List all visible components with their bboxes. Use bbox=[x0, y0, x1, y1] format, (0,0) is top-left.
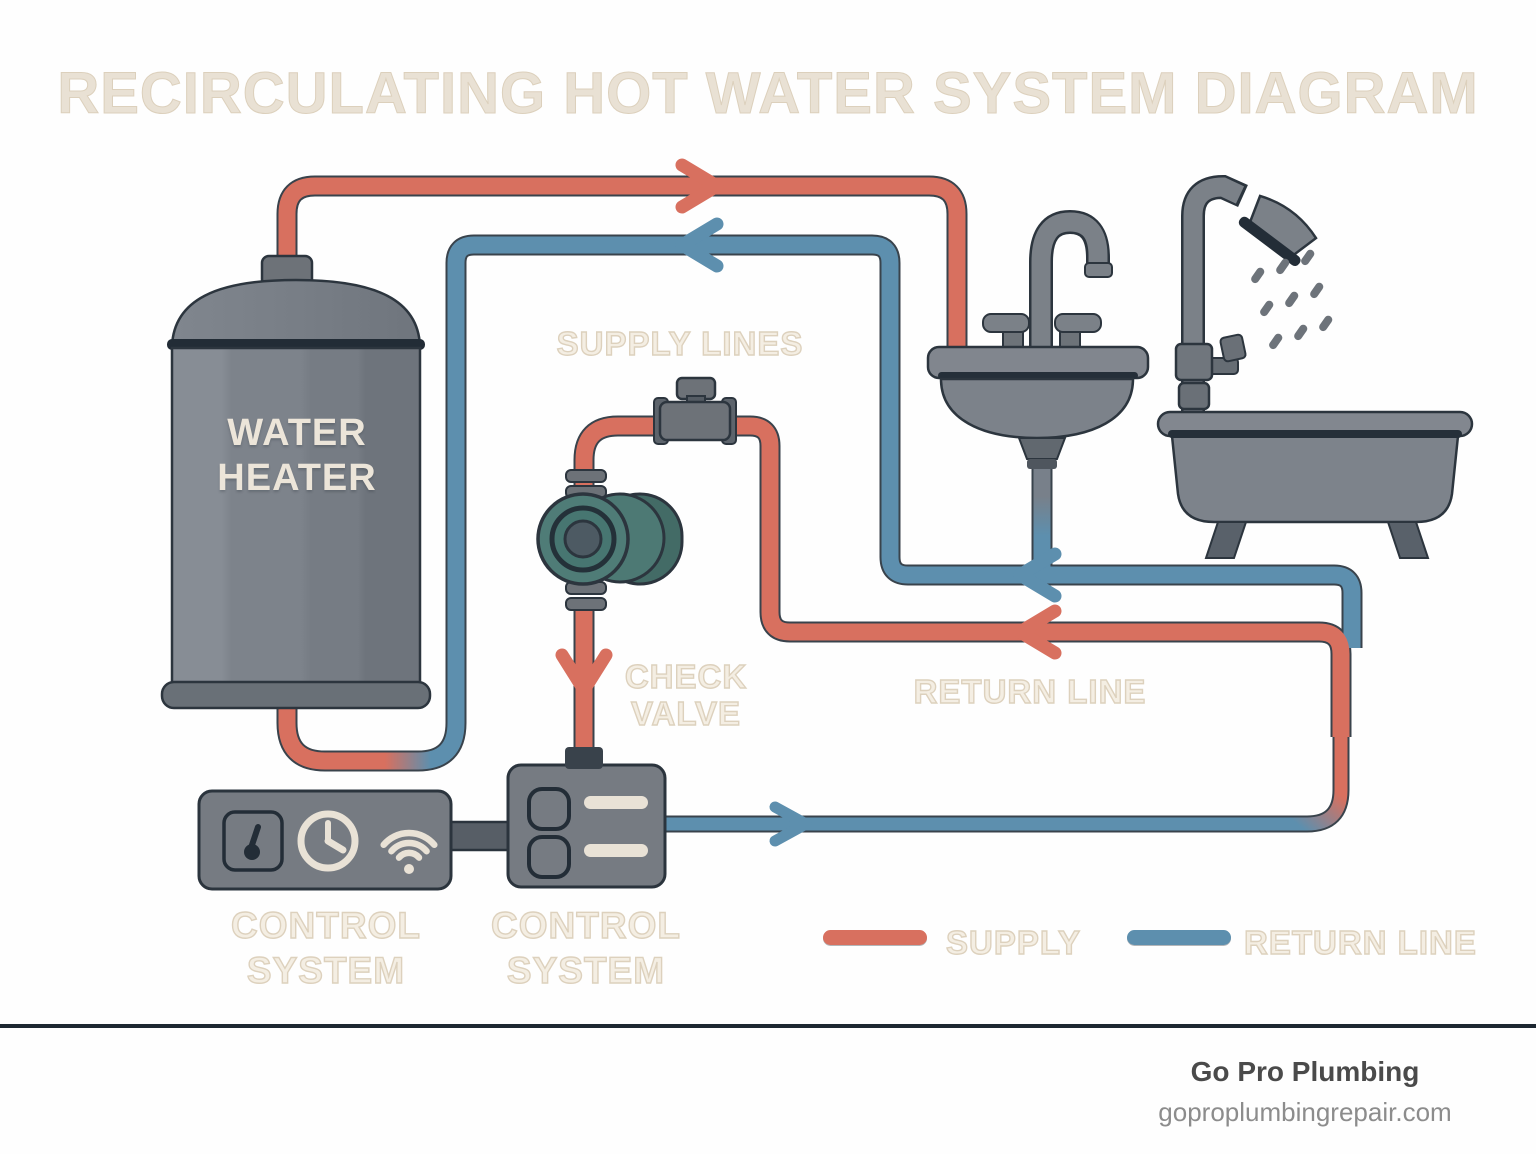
loop-flow-arrow bbox=[1013, 604, 1062, 660]
control-system-label-left: CONTROL SYSTEM bbox=[201, 903, 451, 993]
legend-return-label: RETURN LINE bbox=[1243, 923, 1477, 961]
supply-pipe bbox=[278, 177, 966, 352]
clock-icon bbox=[297, 810, 359, 872]
shower-head-icon bbox=[1238, 194, 1318, 267]
footer: Go Pro Plumbing goproplumbingrepair.com bbox=[1105, 1056, 1505, 1128]
return-flow-arrow bbox=[675, 217, 724, 273]
bathtub-shower bbox=[1156, 174, 1474, 559]
water-heater-label: WATER HEATER bbox=[177, 411, 417, 501]
control-system-right-line2: SYSTEM bbox=[506, 949, 666, 991]
footer-divider bbox=[0, 1024, 1536, 1028]
circulation-pump bbox=[536, 469, 684, 611]
supply-lines-label: SUPPLY LINES bbox=[556, 324, 804, 362]
thermometer-icon bbox=[222, 810, 284, 872]
page-title: RECIRCULATING HOT WATER SYSTEM DIAGRAM bbox=[57, 61, 1479, 127]
return-pipe bbox=[447, 236, 1361, 706]
check-valve-label-line2: VALVE bbox=[630, 694, 742, 732]
check-valve-label: CHECK VALVE bbox=[586, 657, 786, 732]
shower-spray-droplets bbox=[1251, 249, 1333, 350]
wifi-icon bbox=[380, 829, 438, 874]
legend-return-swatch bbox=[1127, 930, 1231, 945]
control-system-left-line2: SYSTEM bbox=[246, 949, 406, 991]
heater-return-uturn-pipe bbox=[278, 693, 465, 770]
return-line-label: RETURN LINE bbox=[913, 672, 1147, 710]
control-panels bbox=[197, 747, 667, 891]
shutoff-valve bbox=[653, 376, 737, 445]
panel-indicator-bars bbox=[584, 796, 648, 857]
recirculation-loop-pipe bbox=[575, 417, 1350, 737]
drain-flow-arrow bbox=[1013, 547, 1062, 603]
panel-indicator-buttons bbox=[527, 787, 571, 879]
water-heater-label-line2: HEATER bbox=[217, 457, 377, 499]
supply-flow-arrow bbox=[675, 158, 724, 214]
flow-arrows bbox=[555, 158, 1062, 847]
pipes bbox=[278, 177, 1361, 831]
water-heater-tank bbox=[160, 254, 432, 710]
bottom-flow-arrow bbox=[769, 801, 812, 847]
pump-flow-arrow bbox=[555, 648, 613, 697]
control-system-label-right: CONTROL SYSTEM bbox=[461, 903, 711, 993]
legend-supply-swatch bbox=[823, 930, 927, 945]
loop-corner-pipe bbox=[664, 733, 1348, 831]
footer-website: goproplumbingrepair.com bbox=[1158, 1097, 1452, 1127]
control-system-right-line1: CONTROL bbox=[490, 904, 681, 946]
footer-company-name: Go Pro Plumbing bbox=[1190, 1056, 1420, 1087]
control-system-left-line1: CONTROL bbox=[230, 904, 421, 946]
water-heater-label-line1: WATER bbox=[227, 412, 367, 454]
legend-supply-label: SUPPLY bbox=[945, 923, 1082, 961]
check-valve-label-line1: CHECK bbox=[624, 657, 748, 695]
sink-faucet-icon bbox=[1029, 209, 1113, 352]
bathroom-sink bbox=[926, 209, 1150, 469]
